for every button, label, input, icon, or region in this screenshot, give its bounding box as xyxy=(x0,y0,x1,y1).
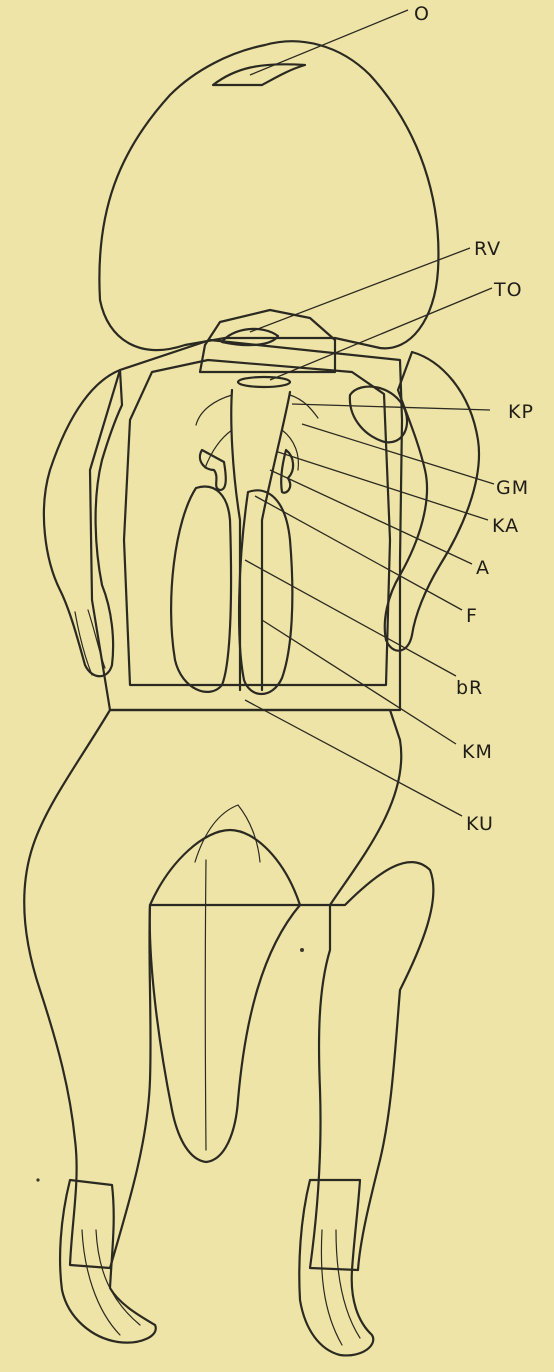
label-KP: KP xyxy=(508,401,534,423)
label-GM: GM xyxy=(496,477,529,499)
label-bR: bR xyxy=(456,677,483,699)
leader-RV xyxy=(250,248,470,332)
cloacal-notch xyxy=(195,805,260,862)
label-TO: TO xyxy=(493,279,523,301)
label-O: O xyxy=(414,3,430,25)
vessel-left xyxy=(231,390,240,690)
gonad-left xyxy=(200,450,226,490)
left-foreleg xyxy=(44,370,122,676)
to-structure xyxy=(238,377,290,387)
speck xyxy=(36,1178,39,1181)
label-A: A xyxy=(476,557,490,579)
label-RV: RV xyxy=(474,238,501,260)
tail-midline xyxy=(205,860,206,1150)
right-arm-muscle xyxy=(350,387,407,443)
leader-KM xyxy=(262,620,456,744)
label-KA: KA xyxy=(492,515,519,537)
leader-KA xyxy=(278,452,488,520)
leader-GM xyxy=(302,424,494,484)
leader-F xyxy=(255,496,462,610)
label-KU: KU xyxy=(466,813,494,835)
tail xyxy=(150,905,300,1162)
leader-bR xyxy=(245,560,456,676)
body-outline xyxy=(90,340,402,710)
speck xyxy=(300,948,304,952)
kidney-left xyxy=(171,487,231,692)
leader-KP xyxy=(292,404,490,410)
leader-A xyxy=(270,470,472,564)
label-F: F xyxy=(466,605,478,627)
label-KM: KM xyxy=(462,741,493,763)
vessel-right xyxy=(262,392,290,690)
kidney-right xyxy=(239,490,292,694)
leader-KU xyxy=(245,700,462,816)
hind-body xyxy=(24,710,433,1270)
leader-TO xyxy=(270,288,492,380)
head-outline xyxy=(99,41,438,350)
mouth-opening xyxy=(213,64,305,85)
